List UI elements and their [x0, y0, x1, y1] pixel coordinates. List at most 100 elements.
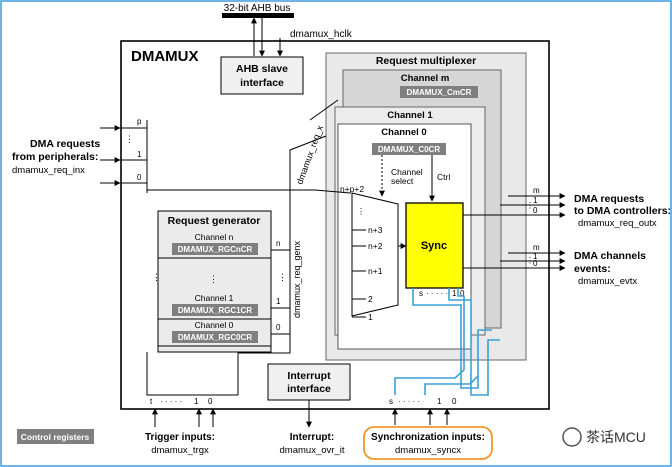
rg-idx-1: 1 [276, 297, 281, 306]
rg-row-register-label: DMAMUX_RGC0CR [178, 333, 252, 342]
syncin-idx-1: 1 [437, 397, 442, 406]
trig-idx-t: t [150, 397, 153, 406]
evt-idx-m: m [533, 243, 540, 252]
ahb-bus-bar [222, 13, 294, 18]
req-x-diag [309, 99, 339, 121]
syncin-idx-0: 0 [452, 397, 457, 406]
rg-row-register-label: DMAMUX_RGCnCR [178, 245, 253, 254]
request-generator-title: Request generator [168, 215, 261, 227]
rg-row-channel: Channel 1 [195, 293, 234, 303]
control-registers-legend [17, 429, 94, 444]
dma-evt-signal: dmamux_evtx [578, 276, 637, 287]
evt-idx-0: 0 [533, 259, 538, 268]
mux-input-label: n+1 [368, 266, 383, 276]
interrupt-signal: dmamux_ovr_it [280, 445, 345, 456]
sync-blue-line-d [394, 369, 465, 395]
ahb-slave-line1: AHB slave [236, 63, 288, 75]
rg-row-channel: Channel n [195, 232, 234, 242]
req-idx-1: 1 [533, 196, 538, 205]
mux-shape [351, 192, 399, 317]
dma-req-line1: DMA requests [574, 193, 644, 205]
dma-req-signal: dmamux_req_outx [578, 218, 657, 229]
periph-idx-p: p [137, 117, 142, 126]
periph-line2: from peripherals: [12, 151, 98, 163]
ahb-slave-interface [220, 56, 304, 95]
sync-inputs-line1: Synchronization inputs: [371, 432, 485, 443]
request-multiplexer-title: Request multiplexer [376, 55, 476, 67]
mux-inputs: n+p+2n+3n+2n+121⋮ [340, 184, 383, 322]
dmamux-title: DMAMUX [131, 48, 199, 65]
dma-evt-line2: events: [574, 263, 611, 275]
syncin-idx-dots: · · · · · [398, 397, 420, 406]
interrupt-line1: Interrupt: [290, 432, 334, 443]
evt-idx-1: 1 [533, 252, 538, 261]
watermark: 茶话MCU [562, 427, 646, 447]
interrupt-interface [267, 363, 351, 401]
sync-blue-line-c [457, 288, 465, 370]
periph-to-mux [147, 189, 351, 194]
req-x-label: dmamux_req_x [294, 124, 325, 186]
channel-0-register [372, 143, 446, 155]
wechat-icon [562, 427, 582, 447]
request-generator-rows: Channel n DMAMUX_RGCnCR Channel 1 DMAMUX_RG… [158, 232, 271, 347]
hclk-label: dmamux_hclk [290, 29, 353, 40]
req-idx-m: m [533, 186, 540, 195]
rg-dots: ⋮ [209, 274, 218, 284]
req-dots: ⋮ [526, 201, 534, 210]
sync-idx-0: 0 [460, 289, 465, 298]
rg-row-register [172, 304, 258, 316]
channel-select-line2: select [391, 176, 414, 186]
channel-1-title: Channel 1 [387, 110, 433, 121]
watermark-text: 茶话MCU [586, 429, 646, 445]
sync-blue-line-a [412, 288, 492, 389]
req-idx-0: 0 [533, 206, 538, 215]
sync-idx-1: 1 [452, 289, 457, 298]
trig-idx-0: 0 [208, 397, 213, 406]
mux-input-label: n+p+2 [340, 184, 364, 194]
periph-idx-1: 1 [137, 150, 142, 159]
dma-evt-line1: DMA channels [574, 250, 646, 262]
sync-inputs-highlight [363, 426, 493, 460]
trigger-line1: Trigger inputs: [145, 432, 215, 443]
mux-input-dots: ⋮ [357, 207, 365, 216]
mux-input-label: n+3 [368, 225, 383, 235]
rg-row-register [172, 243, 258, 255]
req-genx-label: dmamux_req_genx [292, 240, 302, 318]
periph-idx-0: 0 [137, 173, 142, 182]
req-x-bus [237, 135, 327, 395]
periph-line1: DMA requests [30, 138, 100, 150]
rg-row-register-label: DMAMUX_RGC1CR [178, 306, 252, 315]
rg-row-channel: Channel 0 [195, 320, 234, 330]
interrupt-if-line1: Interrupt [287, 370, 331, 382]
ahb-slave-line2: interface [240, 77, 284, 89]
bus-label: 32-bit AHB bus [224, 3, 291, 14]
periph-signal: dmamux_req_inx [12, 165, 85, 176]
channel-0-register-label: DMAMUX_C0CR [378, 145, 440, 154]
rg-out-dots: ⋮ [278, 272, 287, 282]
control-registers-label: Control registers [21, 432, 90, 442]
periph-dots: ⋮ [125, 134, 134, 144]
channel-select-line1: Channel [391, 167, 423, 177]
sync-idx-s: s [419, 289, 423, 298]
channel-m-register-label: DMAMUX_CmCR [407, 88, 472, 97]
sync-inputs-signal: dmamux_syncx [395, 445, 461, 456]
rg-idx-0: 0 [276, 323, 281, 332]
rg-idx-n: n [276, 239, 280, 248]
evt-dots: ⋮ [526, 256, 534, 265]
dma-req-line2: to DMA controllers: [574, 205, 671, 217]
sync-blue-line-b [448, 288, 500, 396]
trigger-signal: dmamux_trgx [151, 445, 209, 456]
interrupt-if-line2: interface [287, 383, 331, 395]
sync-block [405, 202, 464, 289]
sync-idx-dots: · · · · · [426, 289, 448, 298]
request-generator-box [157, 210, 272, 353]
channel-m-register [400, 86, 478, 98]
sync-label: Sync [421, 240, 447, 252]
trig-idx-1: 1 [194, 397, 199, 406]
mux-input-label: n+2 [368, 241, 383, 251]
syncin-idx-s: s [389, 397, 393, 406]
rg-left-dots: ⋮ [152, 272, 161, 282]
sync-blue-line-e [424, 375, 479, 395]
